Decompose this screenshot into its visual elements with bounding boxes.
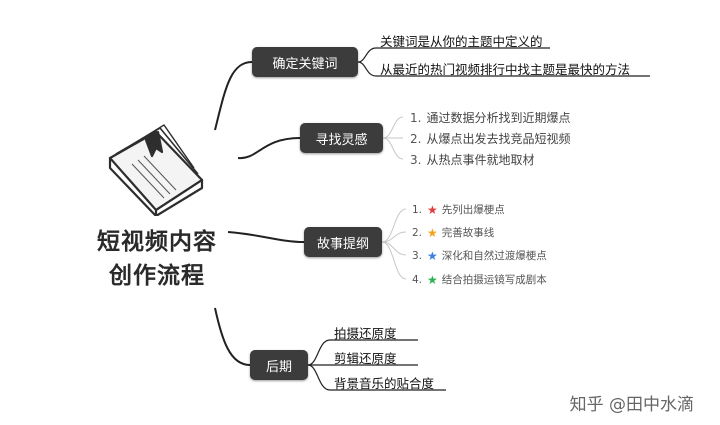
connector-item-3-3 — [381, 241, 407, 256]
connector-leaf-4-3 — [307, 364, 446, 391]
item-text: 从爆点出发去找竞品短视频 — [426, 132, 571, 146]
connector-item-3-2 — [381, 231, 407, 243]
connector-branch-4 — [214, 307, 251, 366]
blue-star-icon: ★ — [427, 248, 438, 263]
leaf-keywords-2: 从最近的热门视频排行中找主题是最快的方法 — [380, 62, 631, 77]
connector-item-3-1 — [381, 208, 407, 243]
center-title-line2: 创作流程 — [109, 263, 205, 289]
connector-branch-2 — [237, 137, 301, 160]
item-inspiration-1: 1. 通过数据分析找到近期爆点 — [410, 109, 570, 126]
item-number: 4. — [412, 273, 423, 286]
branch-inspiration[interactable]: 寻找灵感 — [300, 123, 383, 153]
item-number: 2. — [410, 131, 422, 146]
connector-branch-1 — [214, 61, 253, 131]
item-text: 完善故事线 — [441, 227, 495, 239]
red-star-icon: ★ — [427, 202, 438, 217]
green-star-icon: ★ — [427, 272, 438, 287]
item-inspiration-3: 3. 从热点事件就地取材 — [410, 151, 534, 168]
connector-item-2-1 — [382, 116, 404, 139]
item-text: 先列出爆梗点 — [441, 204, 505, 216]
item-number: 1. — [412, 203, 423, 216]
item-outline-3: 3. ★ 深化和自然过渡爆梗点 — [412, 248, 547, 263]
connector-leaf-1-1 — [357, 47, 550, 63]
connector-leaf-1-2 — [357, 61, 650, 77]
item-outline-1: 1. ★ 先列出爆梗点 — [412, 202, 505, 217]
notebook-icon — [108, 124, 204, 216]
branch-outline[interactable]: 故事提纲 — [304, 227, 382, 257]
item-text: 从热点事件就地取材 — [426, 153, 535, 167]
branch-keywords[interactable]: 确定关键词 — [252, 47, 358, 77]
leaf-post-2: 剪辑还原度 — [334, 351, 397, 366]
item-number: 2. — [412, 226, 423, 239]
leaf-keywords-1: 关键词是从你的主题中定义的 — [380, 34, 543, 49]
leaf-post-3: 背景音乐的贴合度 — [334, 376, 435, 391]
connector-item-2-3 — [382, 137, 404, 160]
item-number: 3. — [410, 152, 422, 167]
leaf-post-1: 拍摄还原度 — [334, 326, 397, 341]
item-text: 结合拍摄运镜写成剧本 — [441, 274, 547, 286]
watermark: 知乎 @田中水滴 — [569, 395, 694, 415]
connector-branch-3 — [227, 231, 305, 243]
item-number: 1. — [410, 110, 422, 125]
connector-item-3-4 — [381, 241, 407, 280]
branch-post-production[interactable]: 后期 — [250, 350, 308, 380]
item-inspiration-2: 2. 从爆点出发去找竞品短视频 — [410, 130, 570, 147]
item-text: 深化和自然过渡爆梗点 — [441, 250, 547, 262]
connector-leaf-4-1 — [307, 339, 418, 366]
item-outline-2: 2. ★ 完善故事线 — [412, 225, 494, 240]
center-title-line1: 短视频内容 — [97, 229, 217, 255]
item-text: 通过数据分析找到近期爆点 — [426, 111, 571, 125]
item-number: 3. — [412, 249, 423, 262]
item-outline-4: 4. ★ 结合拍摄运镜写成剧本 — [412, 272, 547, 287]
orange-star-icon: ★ — [427, 225, 438, 240]
